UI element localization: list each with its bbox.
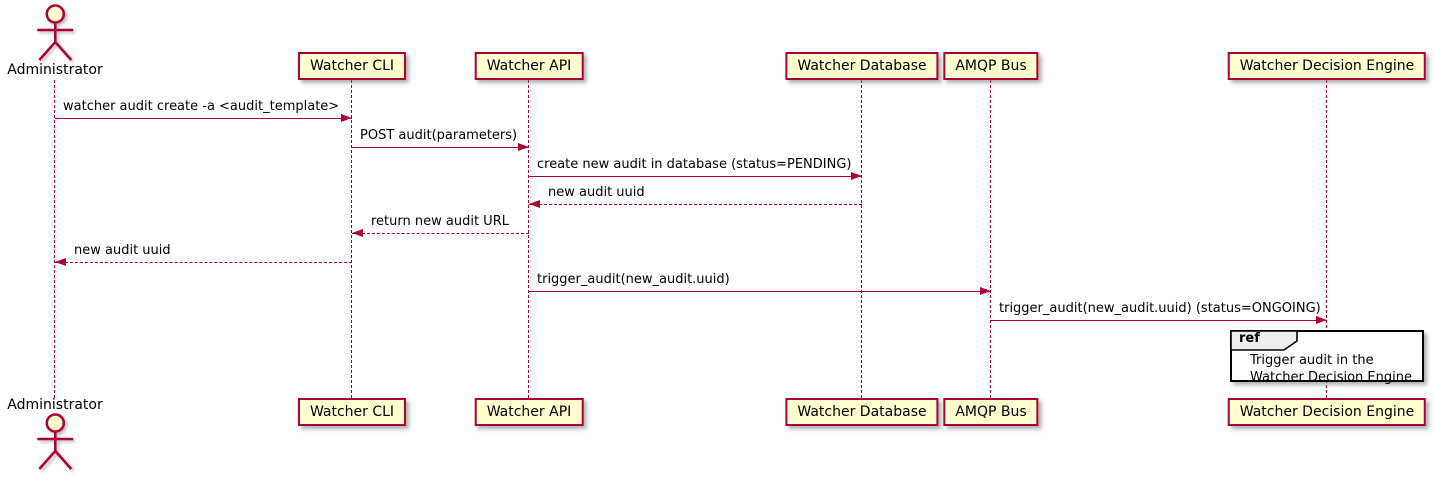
lifeline-watcher-cli: [351, 80, 352, 398]
message-label-7: trigger_audit(new_audit.uuid) (status=ON…: [999, 301, 1321, 316]
participant-watcher-cli-bottom: Watcher CLI: [297, 398, 407, 426]
message-line-5: [55, 262, 352, 263]
arrowhead-icon: [851, 172, 862, 180]
participant-amqp-bus-bottom: AMQP Bus: [943, 398, 1039, 426]
arrowhead-icon: [352, 229, 363, 237]
message-line-6: [529, 291, 991, 292]
message-line-2: [529, 176, 862, 177]
message-line-3: [529, 204, 862, 205]
message-line-7: [991, 320, 1327, 321]
lifeline-watcher-database: [861, 80, 862, 398]
participant-watcher-database-bottom: Watcher Database: [785, 398, 939, 426]
arrowhead-icon: [55, 258, 66, 266]
ref-fragment: ref Trigger audit in the Watcher Decisio…: [1230, 330, 1424, 385]
arrowhead-icon: [980, 287, 991, 295]
actor-administrator-bottom: Administrator: [7, 397, 103, 471]
message-label-2: create new audit in database (status=PEN…: [537, 157, 852, 172]
ref-body: Trigger audit in the Watcher Decision En…: [1250, 352, 1412, 386]
arrowhead-icon: [1316, 316, 1327, 324]
ref-line: Watcher Decision Engine: [1250, 370, 1412, 385]
lifeline-watcher-decision-engine: [1326, 80, 1327, 398]
message-line-0: [55, 118, 352, 119]
person-icon: [37, 4, 73, 61]
message-line-4: [352, 233, 529, 234]
ref-pentagon-icon: [1230, 330, 1298, 351]
participant-watcher-database-top: Watcher Database: [785, 52, 939, 80]
arrowhead-icon: [341, 114, 352, 122]
message-label-1: POST audit(parameters): [360, 128, 518, 143]
ref-keyword: ref: [1239, 331, 1260, 346]
arrowhead-icon: [529, 200, 540, 208]
lifeline-administrator: [54, 80, 55, 398]
actor-label: Administrator: [7, 397, 103, 413]
message-label-6: trigger_audit(new_audit.uuid): [537, 272, 730, 287]
participant-watcher-api-top: Watcher API: [474, 52, 584, 80]
actor-label: Administrator: [7, 62, 103, 78]
lifeline-amqp-bus: [990, 80, 991, 398]
participant-amqp-bus-top: AMQP Bus: [943, 52, 1039, 80]
message-label-5: new audit uuid: [74, 243, 171, 258]
arrowhead-icon: [518, 143, 529, 151]
ref-line: Trigger audit in the: [1250, 353, 1374, 368]
message-label-0: watcher audit create -a <audit_template>: [63, 99, 340, 114]
actor-administrator-top: Administrator: [7, 4, 103, 78]
participant-watcher-api-bottom: Watcher API: [474, 398, 584, 426]
participant-watcher-decision-engine-bottom: Watcher Decision Engine: [1227, 398, 1427, 426]
message-label-3: new audit uuid: [548, 185, 645, 200]
person-icon: [37, 413, 73, 470]
message-label-4: return new audit URL: [371, 214, 509, 229]
lifeline-watcher-api: [528, 80, 529, 398]
participant-watcher-cli-top: Watcher CLI: [297, 52, 407, 80]
participant-watcher-decision-engine-top: Watcher Decision Engine: [1227, 52, 1427, 80]
message-line-1: [352, 147, 529, 148]
ref-keyword-tag: ref: [1230, 330, 1298, 351]
